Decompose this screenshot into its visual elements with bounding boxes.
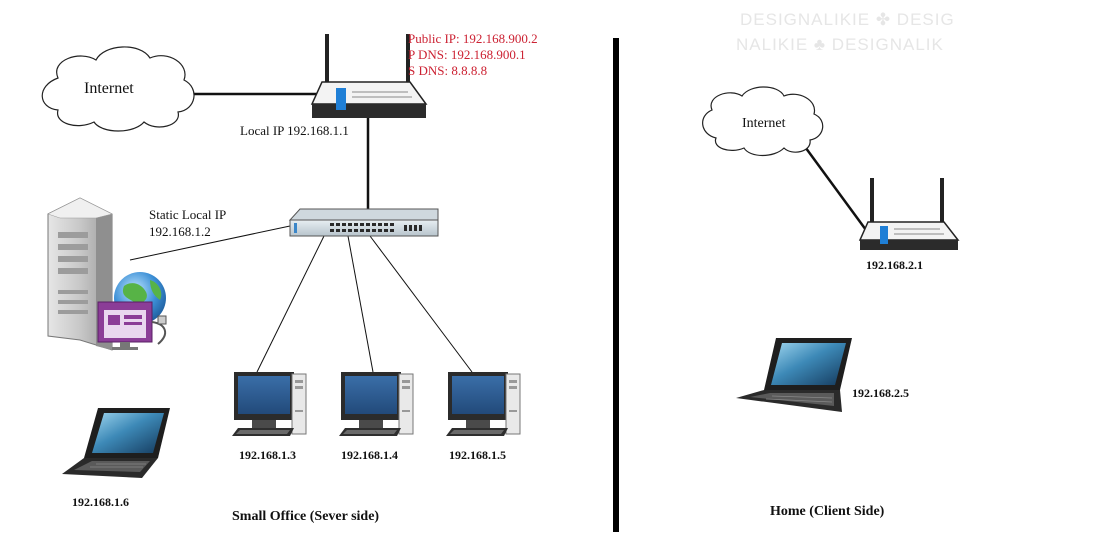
watermark-line-2: NALIKIE ♣ DESIGNALIK: [736, 35, 944, 54]
watermark-line-1: DESIGNALIKIE ✤ DESIG: [740, 10, 955, 29]
home-internet-label: Internet: [742, 116, 786, 131]
office-internet-cloud-icon: [41, 46, 195, 132]
home-internet-cloud-icon: [702, 86, 824, 157]
desktop-pc-2-icon: [339, 372, 414, 436]
server-icon: [47, 197, 167, 351]
desktop-pc-1-ip: 192.168.1.3: [239, 448, 296, 462]
link-switch-server: [129, 225, 291, 261]
home-caption: Home (Client Side): [770, 504, 885, 519]
router-local-ip: Local IP 192.168.1.1: [240, 123, 349, 138]
router-primary-dns: P DNS: 192.168.900.1: [408, 47, 526, 62]
link-home-internet-router: [798, 139, 868, 231]
network-switch-icon: [288, 208, 439, 237]
home-laptop-ip: 192.168.2.5: [852, 386, 909, 400]
router-public-ip: Public IP: 192.168.900.2: [408, 31, 538, 46]
office-caption: Small Office (Sever side): [232, 509, 380, 524]
link-switch-pc3: [369, 235, 473, 373]
office-internet-label: Internet: [84, 80, 134, 97]
server-label-line2: 192.168.1.2: [149, 224, 211, 239]
link-switch-pc1: [256, 235, 325, 373]
desktop-pc-2-ip: 192.168.1.4: [341, 448, 398, 462]
home-router-ip: 192.168.2.1: [866, 258, 923, 272]
desktop-pc-3-ip: 192.168.1.5: [449, 448, 506, 462]
home-laptop-icon: [736, 338, 852, 412]
office-laptop-ip: 192.168.1.6: [72, 495, 129, 509]
router-secondary-dns: S DNS: 8.8.8.8: [408, 63, 488, 78]
office-router-icon: [310, 34, 428, 118]
desktop-pc-3-icon: [446, 372, 521, 436]
home-router-icon: [858, 178, 960, 250]
server-label-line1: Static Local IP: [149, 207, 227, 222]
connection-lines: [129, 92, 868, 373]
office-laptop-icon: [62, 408, 170, 478]
desktop-pc-1-icon: [232, 372, 307, 436]
link-switch-pc2: [347, 235, 374, 373]
